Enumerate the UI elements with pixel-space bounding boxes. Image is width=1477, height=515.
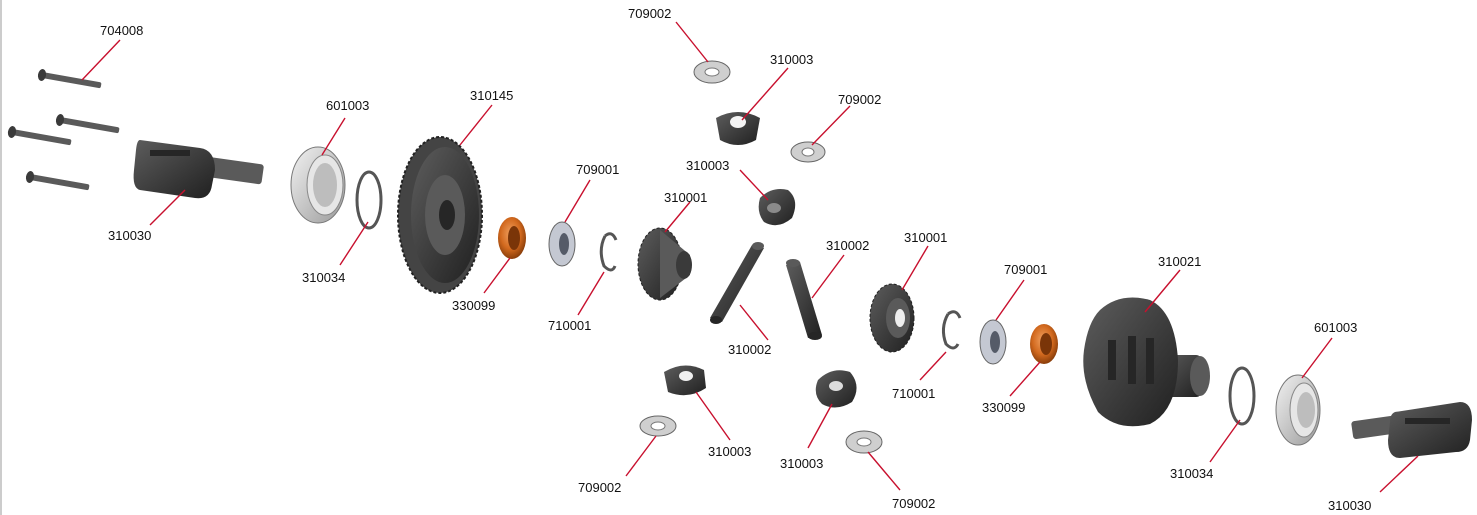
label-diff-case: 310021 bbox=[1158, 254, 1201, 269]
bearing-left bbox=[290, 146, 346, 224]
leader-side-gear-right bbox=[901, 245, 929, 291]
leader-bearing-left bbox=[321, 117, 346, 156]
leader-diff-case bbox=[1144, 269, 1181, 313]
leader-spider-bottom-left bbox=[695, 391, 731, 441]
cross-pin-left bbox=[710, 242, 764, 324]
leader-oring-right bbox=[1009, 361, 1041, 397]
shim-left bbox=[355, 170, 383, 230]
washer-right bbox=[979, 319, 1007, 365]
leader-washer-bottom-right bbox=[867, 451, 901, 491]
leader-ring-gear bbox=[459, 104, 493, 146]
spider-upper bbox=[758, 189, 796, 226]
side-gear-left bbox=[637, 227, 692, 301]
leader-shim-right bbox=[1209, 419, 1241, 463]
label-cross-pin-right: 310002 bbox=[826, 238, 869, 253]
label-outdrive-left: 310030 bbox=[108, 228, 151, 243]
label-shim-right: 310034 bbox=[1170, 466, 1213, 481]
label-washer-right: 709001 bbox=[1004, 262, 1047, 277]
shim-right bbox=[1228, 366, 1256, 426]
label-shim-left: 310034 bbox=[302, 270, 345, 285]
leader-washer-right bbox=[995, 279, 1025, 321]
leader-washer-top-right bbox=[811, 105, 851, 146]
washer-top-right bbox=[790, 141, 826, 163]
cross-pin-right bbox=[786, 259, 822, 340]
leader-eclip-left bbox=[577, 271, 605, 316]
label-bearing-left: 601003 bbox=[326, 98, 369, 113]
washer-left bbox=[548, 221, 576, 267]
label-eclip-left: 710001 bbox=[548, 318, 591, 333]
leader-outdrive-right bbox=[1379, 455, 1419, 493]
leader-shim-left bbox=[339, 221, 369, 266]
outdrive-right bbox=[1351, 402, 1472, 458]
label-washer-top-right: 709002 bbox=[838, 92, 881, 107]
leader-eclip-right bbox=[919, 351, 947, 381]
leader-oring-left bbox=[483, 257, 511, 294]
label-oring-right: 330099 bbox=[982, 400, 1025, 415]
label-ring-gear: 310145 bbox=[470, 88, 513, 103]
label-washer-bottom-right: 709002 bbox=[892, 496, 935, 511]
leader-cross-pin-left bbox=[739, 304, 769, 341]
label-spider-upper: 310003 bbox=[686, 158, 729, 173]
screws bbox=[7, 69, 120, 191]
oring-right bbox=[1030, 324, 1058, 364]
leader-washer-top bbox=[675, 21, 709, 63]
spider-bottom-right bbox=[815, 370, 857, 408]
leader-outdrive-left bbox=[149, 189, 186, 226]
washer-bottom-right bbox=[845, 430, 883, 454]
oring-left bbox=[498, 217, 526, 259]
diff-case bbox=[1083, 297, 1210, 427]
label-bearing-right: 601003 bbox=[1314, 320, 1357, 335]
leader-spider-upper bbox=[739, 169, 769, 201]
side-gear-right bbox=[869, 283, 915, 353]
eclip-right bbox=[941, 310, 962, 350]
leader-spider-top bbox=[741, 67, 789, 121]
label-side-gear-left: 310001 bbox=[664, 190, 707, 205]
label-eclip-right: 710001 bbox=[892, 386, 935, 401]
label-spider-top: 310003 bbox=[770, 52, 813, 67]
label-washer-top: 709002 bbox=[628, 6, 671, 21]
eclip-left bbox=[599, 232, 618, 272]
spider-top bbox=[716, 112, 760, 145]
washer-bottom-left bbox=[639, 415, 677, 437]
washer-top bbox=[693, 60, 731, 84]
leader-spider-bottom-right bbox=[807, 403, 833, 449]
leader-washer-left bbox=[564, 179, 591, 223]
ring-gear bbox=[397, 136, 483, 294]
label-spider-bottom-right: 310003 bbox=[780, 456, 823, 471]
leader-screw bbox=[81, 39, 121, 81]
label-screw: 704008 bbox=[100, 23, 143, 38]
leader-cross-pin-right bbox=[811, 254, 845, 299]
label-outdrive-right: 310030 bbox=[1328, 498, 1371, 513]
label-oring-left: 330099 bbox=[452, 298, 495, 313]
bearing-right bbox=[1275, 374, 1321, 446]
outdrive-left bbox=[133, 140, 264, 199]
label-side-gear-right: 310001 bbox=[904, 230, 947, 245]
spider-bottom-left bbox=[664, 365, 706, 396]
label-washer-left: 709001 bbox=[576, 162, 619, 177]
label-spider-bottom-left: 310003 bbox=[708, 444, 751, 459]
leader-side-gear-left bbox=[664, 201, 691, 233]
leader-washer-bottom-left bbox=[625, 435, 657, 477]
leader-bearing-right bbox=[1301, 337, 1333, 379]
label-cross-pin-left: 310002 bbox=[728, 342, 771, 357]
label-washer-bottom-left: 709002 bbox=[578, 480, 621, 495]
